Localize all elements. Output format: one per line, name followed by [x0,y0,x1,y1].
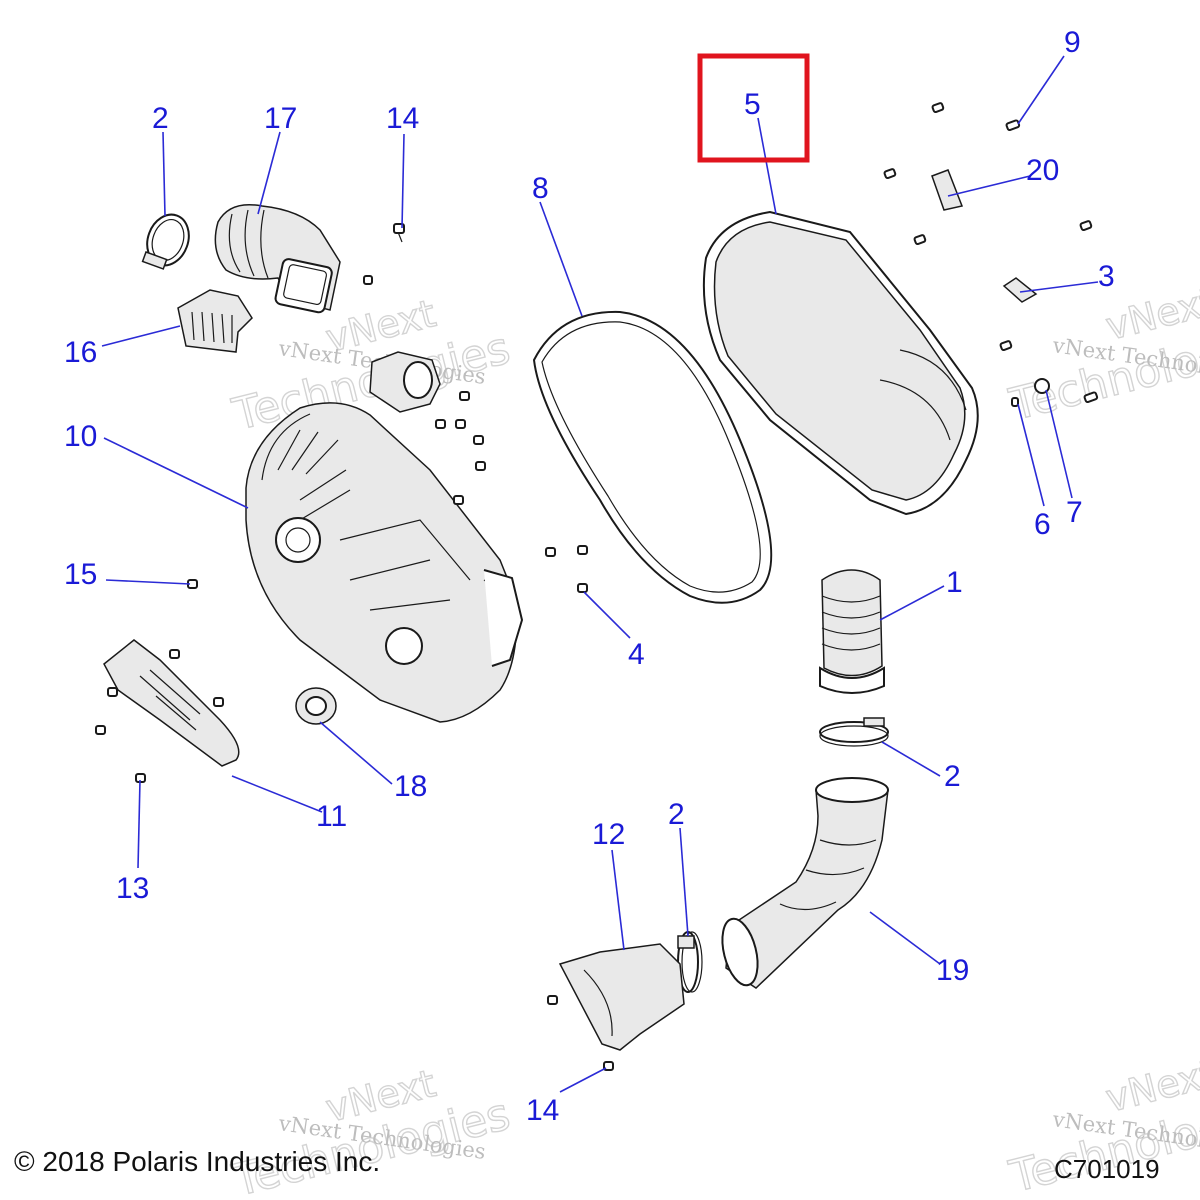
highlight-box [697,53,810,163]
part-duct-boot [214,204,341,314]
callout-7[interactable]: 7 [1066,496,1083,529]
part-filter [819,569,885,694]
callout-10[interactable]: 10 [64,420,97,453]
part-outlet [547,943,685,1071]
callout-16[interactable]: 16 [64,336,97,369]
part-shield [95,579,240,783]
callout-19[interactable]: 19 [936,954,969,987]
callout-15[interactable]: 15 [64,558,97,591]
callout-8[interactable]: 8 [532,172,549,205]
part-clamp-top [141,213,190,270]
callout-2-bottom[interactable]: 2 [668,798,685,831]
callout-6[interactable]: 6 [1034,508,1051,541]
part-screws-inner [435,391,486,505]
callout-2-top[interactable]: 2 [152,102,169,135]
callout-9[interactable]: 9 [1064,26,1081,59]
callout-3[interactable]: 3 [1098,260,1115,293]
part-screen [177,289,253,353]
part-elbow-duct [721,777,889,989]
copyright-text: © 2018 Polaris Industries Inc. [14,1146,381,1177]
callout-18[interactable]: 18 [394,770,427,803]
part-outer-cover [702,210,979,516]
part-inlet-adapter [369,351,441,413]
part-screw-top [363,223,405,285]
callout-14-bottom[interactable]: 14 [526,1094,559,1127]
callout-17[interactable]: 17 [264,102,297,135]
callout-14-top[interactable]: 14 [386,102,419,135]
watermark-top-right: vNext Technologies vNext Technologies [1004,278,1200,431]
leader-lines [101,55,1099,1093]
callout-13[interactable]: 13 [116,872,149,905]
part-decals [931,169,1038,303]
part-inner-cover [245,402,524,723]
callout-1[interactable]: 1 [946,566,963,599]
callouts: 2 17 14 16 10 8 5 9 20 3 6 7 1 4 15 18 1… [64,26,1115,1127]
callout-5[interactable]: 5 [744,88,761,121]
part-screws-4 [545,545,588,593]
callout-4[interactable]: 4 [628,638,645,671]
part-washer [295,687,337,725]
illustration-code: C701019 [1054,1154,1160,1184]
callout-12[interactable]: 12 [592,818,625,851]
part-clamp-middle [819,717,889,747]
part-seal-loop [532,310,773,604]
watermark-bottom-left: vNext Technologies vNext Technologies [227,1060,516,1200]
callout-2-middle[interactable]: 2 [944,760,961,793]
callout-20[interactable]: 20 [1026,154,1059,187]
part-small-fasteners [1011,378,1050,407]
callout-11[interactable]: 11 [316,800,347,833]
